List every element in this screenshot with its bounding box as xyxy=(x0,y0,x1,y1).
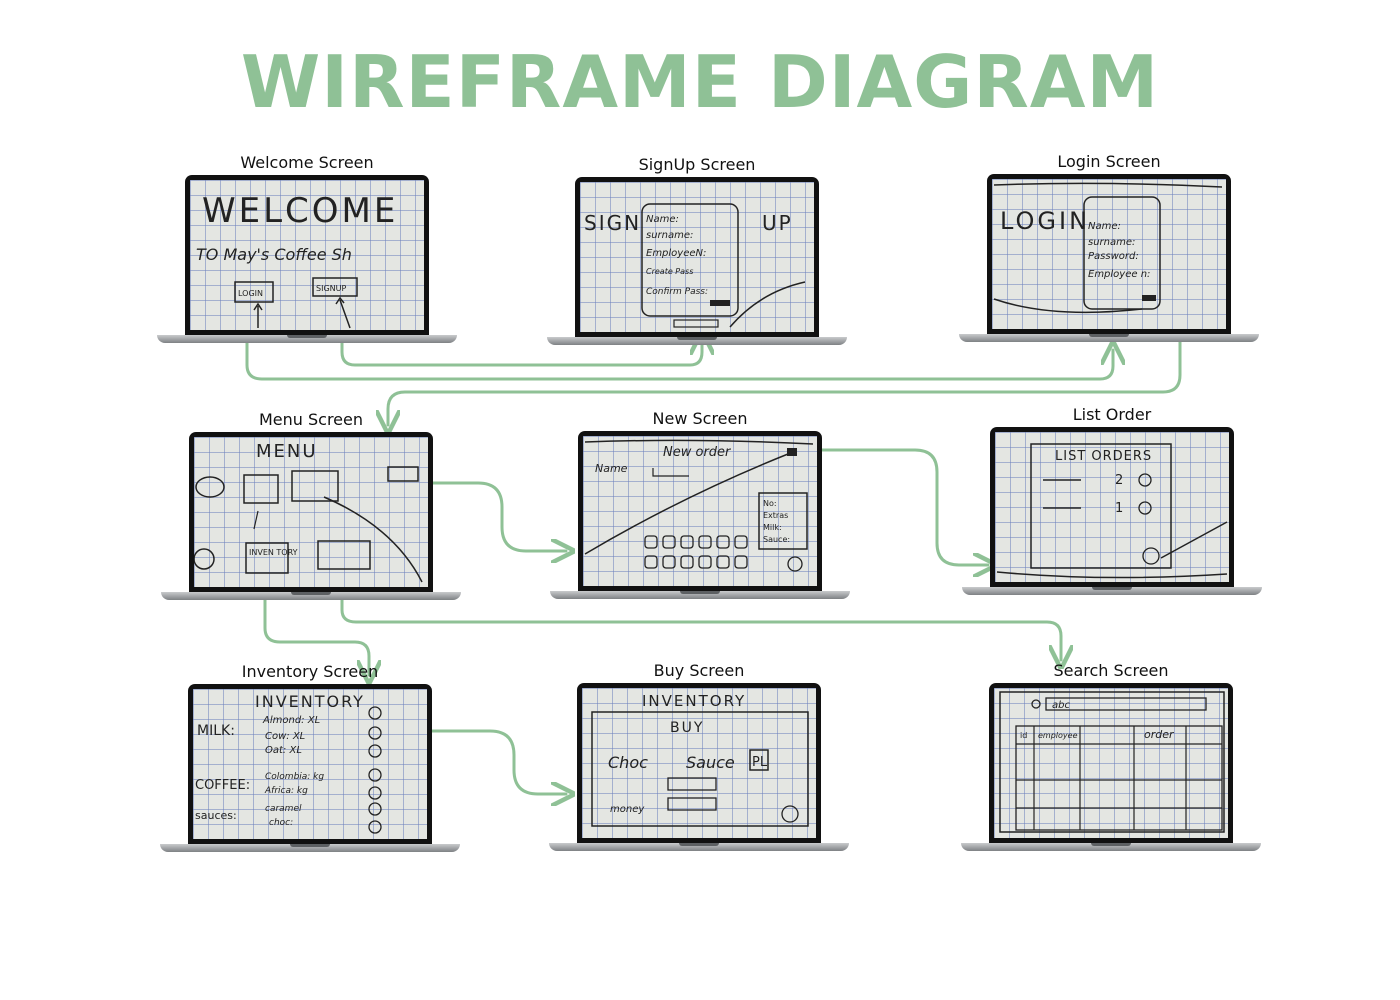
sketch-item: Sauce xyxy=(686,753,735,772)
sketch-field: Name: xyxy=(1088,221,1121,232)
screen-node-inventory: Inventory Screen INVENTORY MILK: Almond:… xyxy=(160,662,460,852)
sketch-milk-item: Cow: XL xyxy=(265,731,305,742)
sketch-sauces: sauces: xyxy=(195,809,237,822)
laptop-frame: SIGN UP Name: surname: EmployeeN: Create… xyxy=(575,177,819,337)
screen-label: Welcome Screen xyxy=(240,153,374,172)
laptop-frame: MENU INVEN TORY xyxy=(189,432,433,592)
wireframe-sketch-new-order: New order Name No: Extras Milk: Sauce: xyxy=(583,436,817,586)
sketch-milk-item: Oat: XL xyxy=(265,745,302,756)
sketch-item: PL xyxy=(752,755,768,770)
connector-login-menu xyxy=(388,338,1182,425)
sketch-right: UP xyxy=(762,211,793,235)
screen-label: Inventory Screen xyxy=(241,662,379,681)
sketch-column: id xyxy=(1020,731,1027,740)
sketch-name: Name xyxy=(595,462,628,475)
sketch-milk: MILK: xyxy=(197,723,235,739)
sketch-heading: INVENTORY xyxy=(642,692,746,710)
wireframe-sketch-login: LOGIN Name: surname: Password: Employee … xyxy=(992,179,1226,329)
sketch-field: surname: xyxy=(1088,237,1135,248)
sketch-qty: 2 xyxy=(1115,473,1123,488)
sketch-field: surname: xyxy=(646,230,693,241)
sketch-field: Employee n: xyxy=(1088,269,1150,280)
screen-node-signup: SignUp Screen SIGN UP Name: surname: Emp… xyxy=(547,155,847,345)
wireframe-sketch-menu: MENU INVEN TORY xyxy=(194,437,428,587)
screen-label: New Screen xyxy=(652,409,748,428)
sketch-heading: New order xyxy=(663,445,732,460)
connector-new-list xyxy=(798,448,988,565)
sketch-line: TO May's Coffee Sh xyxy=(196,245,352,264)
sketch-coffee-item: Colombia: kg xyxy=(265,772,324,782)
sketch-sub: BUY xyxy=(670,720,704,736)
sketch-field: EmployeeN: xyxy=(646,248,706,259)
wireframe-sketch-buy: INVENTORY BUY Choc Sauce PL money xyxy=(582,688,816,838)
sketch-field: Extras xyxy=(763,511,788,520)
sketch-milk-item: Almond: XL xyxy=(262,715,320,726)
sketch-heading: MENU xyxy=(256,441,318,462)
sketch-qty: 1 xyxy=(1115,501,1123,516)
sketch-heading: INVENTORY xyxy=(255,692,365,711)
screen-node-buy: Buy Screen INVENTORY BUY Choc Sauce PL m… xyxy=(549,661,849,851)
laptop-frame: LOGIN Name: surname: Password: Employee … xyxy=(987,174,1231,334)
connector-welcome-signup xyxy=(340,340,702,367)
sketch-item: Choc xyxy=(608,753,648,772)
connector-menu-search xyxy=(340,598,1061,660)
screen-label: List Order xyxy=(1072,405,1152,424)
screen-label: Search Screen xyxy=(1053,661,1169,680)
screen-node-search: Search Screen abc id employee order xyxy=(961,661,1261,851)
connector-menu-new xyxy=(328,481,566,551)
laptop-frame: LIST ORDERS 2 1 xyxy=(990,427,1234,587)
sketch-column: employee xyxy=(1038,731,1078,740)
sketch-inventory: INVEN TORY xyxy=(249,548,298,557)
sketch-field: Confirm Pass: xyxy=(646,287,708,297)
laptop-frame: INVENTORY MILK: Almond: XL Cow: XL Oat: … xyxy=(188,684,432,844)
laptop-frame: abc id employee order xyxy=(989,683,1233,843)
connector-welcome-login xyxy=(245,338,1113,381)
wireframe-sketch-welcome: WELCOME TO May's Coffee Sh LOGIN SIGNUP xyxy=(190,180,424,330)
sketch-field: Password: xyxy=(1088,251,1139,262)
sketch-query: abc xyxy=(1052,700,1070,711)
screen-label: Buy Screen xyxy=(653,661,745,680)
screen-label: Menu Screen xyxy=(258,410,364,429)
sketch-heading: LIST ORDERS xyxy=(1055,449,1152,464)
laptop-frame: WELCOME TO May's Coffee Sh LOGIN SIGNUP xyxy=(185,175,429,335)
screen-node-list-order: List Order LIST ORDERS 2 1 xyxy=(962,405,1262,595)
wireframe-sketch-signup: SIGN UP Name: surname: EmployeeN: Create… xyxy=(580,182,814,332)
sketch-field: Milk: xyxy=(763,523,782,532)
sketch-field: Create Pass xyxy=(646,267,693,276)
sketch-signup-btn: SIGNUP xyxy=(316,284,346,293)
sketch-sauce-item: choc: xyxy=(269,818,293,828)
sketch-field: No: xyxy=(763,499,777,508)
screen-node-menu: Menu Screen MENU INVEN TORY xyxy=(161,410,461,600)
sketch-login-btn: LOGIN xyxy=(238,289,263,298)
screen-label: Login Screen xyxy=(1057,152,1161,171)
sketch-left: SIGN xyxy=(584,211,641,235)
sketch-sauce-item: caramel xyxy=(265,804,302,814)
screen-node-new-order: New Screen New order Name No: Extras Mil… xyxy=(550,409,850,599)
screen-node-login: Login Screen LOGIN Name: surname: Passwo… xyxy=(959,152,1259,342)
wireframe-sketch-search: abc id employee order xyxy=(994,688,1228,838)
screen-label: SignUp Screen xyxy=(638,155,756,174)
connector-inventory-buy xyxy=(378,729,566,794)
sketch-column: order xyxy=(1144,728,1175,741)
sketch-money: money xyxy=(610,804,645,815)
sketch-heading: WELCOME xyxy=(202,191,398,231)
sketch-field: Sauce: xyxy=(763,535,790,544)
laptop-frame: INVENTORY BUY Choc Sauce PL money xyxy=(577,683,821,843)
diagram-title: WIREFRAME DIAGRAM xyxy=(240,40,1160,124)
sketch-coffee-item: Africa: kg xyxy=(264,786,308,796)
wireframe-sketch-list-order: LIST ORDERS 2 1 xyxy=(995,432,1229,582)
sketch-coffee: COFFEE: xyxy=(195,778,250,793)
connector-menu-inventory xyxy=(263,598,369,675)
laptop-frame: New order Name No: Extras Milk: Sauce: xyxy=(578,431,822,591)
wireframe-sketch-inventory: INVENTORY MILK: Almond: XL Cow: XL Oat: … xyxy=(193,689,427,839)
sketch-field: Name: xyxy=(646,214,679,225)
sketch-heading: LOGIN xyxy=(1000,207,1090,235)
screen-node-welcome: Welcome Screen WELCOME TO May's Coffee S… xyxy=(157,153,457,343)
